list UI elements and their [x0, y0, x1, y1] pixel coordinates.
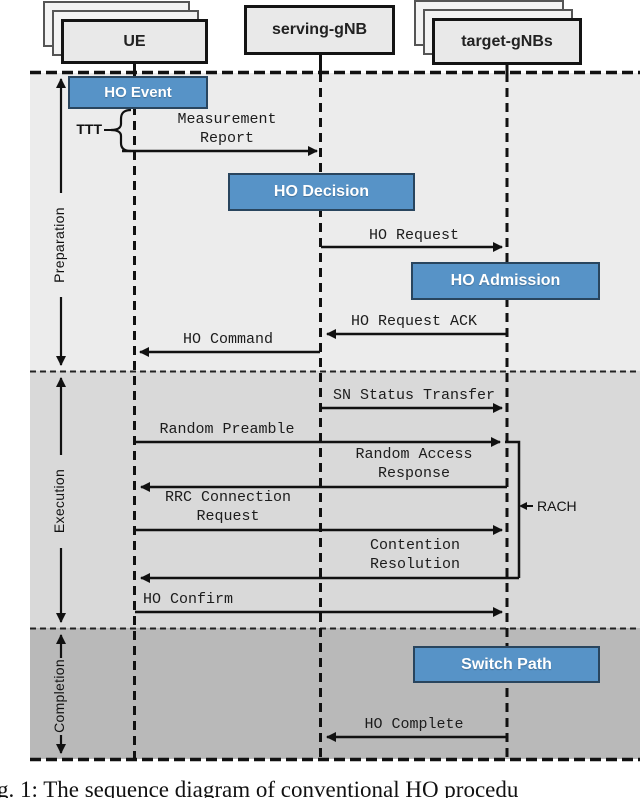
figure-caption: g. 1: The sequence diagram of convention…: [0, 777, 519, 798]
serving-gnb-node: serving-gNB: [244, 5, 395, 55]
measurement-report-label: Measurement Report: [177, 111, 277, 147]
preparation-band: [30, 73, 640, 371]
preparation-phase-label: Preparation: [51, 207, 67, 283]
ttt-label: TTT: [76, 121, 102, 137]
ttt-brace: [110, 108, 132, 153]
contention-resolution-label: Contention Resolution: [369, 537, 461, 573]
ho-decision-box: HO Decision: [228, 173, 415, 211]
ho-admission-box: HO Admission: [411, 262, 600, 300]
completion-phase-label: Completion: [51, 659, 67, 733]
random-preamble-label: Random Preamble: [159, 421, 295, 438]
switch-path-box: Switch Path: [413, 646, 600, 683]
ho-event-label: HO Event: [104, 84, 172, 101]
target-gnbs-node: target-gNBs: [432, 18, 582, 65]
execution-phase-label: Execution: [51, 468, 67, 534]
ue-node: UE: [61, 19, 208, 64]
rach-label: RACH: [537, 498, 577, 514]
ho-admission-label: HO Admission: [450, 272, 561, 289]
ho-request-label: HO Request: [368, 227, 460, 244]
rach-tick-arrow: [519, 502, 527, 510]
execution-band: [30, 371, 640, 628]
sn-status-transfer-label: SN Status Transfer: [332, 387, 496, 404]
switch-path-label: Switch Path: [461, 655, 552, 673]
ue-node-label: UE: [123, 32, 146, 50]
rach-bracket: [505, 440, 521, 578]
ho-command-label: HO Command: [182, 331, 274, 348]
ho-event-box: HO Event: [68, 76, 208, 109]
ho-decision-label: HO Decision: [273, 183, 370, 200]
ho-confirm-label: HO Confirm: [142, 591, 234, 608]
target-gnbs-node-label: target-gNBs: [461, 32, 553, 50]
ho-request-ack-label: HO Request ACK: [350, 313, 478, 330]
serving-gnb-node-label: serving-gNB: [271, 21, 368, 38]
random-access-response-label: Random Access Response: [355, 446, 473, 482]
ho-complete-label: HO Complete: [364, 716, 464, 733]
rrc-connection-request-label: RRC Connection Request: [164, 489, 292, 525]
